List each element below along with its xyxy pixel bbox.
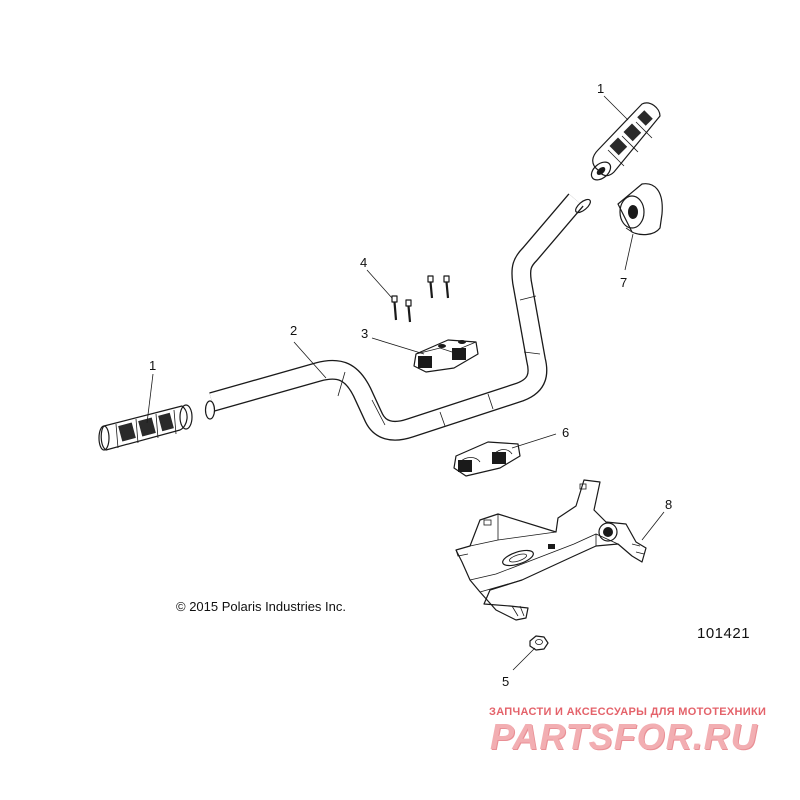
leader-grip-left — [146, 373, 154, 424]
callout-handlebar: 2 — [290, 323, 298, 338]
callout-upper-clamp: 3 — [361, 326, 369, 341]
callout-bracket: 8 — [665, 497, 673, 512]
nut — [529, 635, 549, 651]
callout-nut: 5 — [502, 674, 510, 689]
callout-grip-left: 1 — [149, 358, 157, 373]
grip-left — [98, 404, 193, 451]
bolts — [391, 275, 450, 323]
leader-nut — [512, 647, 536, 671]
callout-bolts: 4 — [360, 255, 368, 270]
leader-upper-clamp — [371, 337, 425, 355]
grip-right — [590, 102, 661, 181]
copyright-text: © 2015 Polaris Industries Inc. — [176, 599, 346, 614]
leader-bracket — [641, 511, 665, 541]
watermark-tagline: ЗАПЧАСТИ И АКСЕССУАРЫ ДЛЯ МОТОТЕХНИКИ — [489, 706, 767, 718]
leader-lines — [146, 95, 665, 671]
pad — [617, 183, 663, 236]
watermark-logo: PARTSFOR.RU — [490, 716, 758, 757]
bracket — [455, 479, 647, 621]
callout-grip-right: 1 — [597, 81, 605, 96]
handlebar — [204, 193, 591, 441]
callout-lower-clamp: 6 — [562, 425, 570, 440]
leader-bolts — [366, 269, 393, 299]
leader-lower-clamp — [511, 433, 557, 449]
diagram-number: 101421 — [697, 625, 751, 642]
leader-handlebar — [293, 341, 327, 379]
leader-pad — [624, 233, 634, 271]
leader-grip-right — [603, 95, 629, 121]
callout-pad: 7 — [620, 275, 628, 290]
lower-clamp — [453, 441, 521, 477]
upper-clamp — [413, 339, 479, 373]
